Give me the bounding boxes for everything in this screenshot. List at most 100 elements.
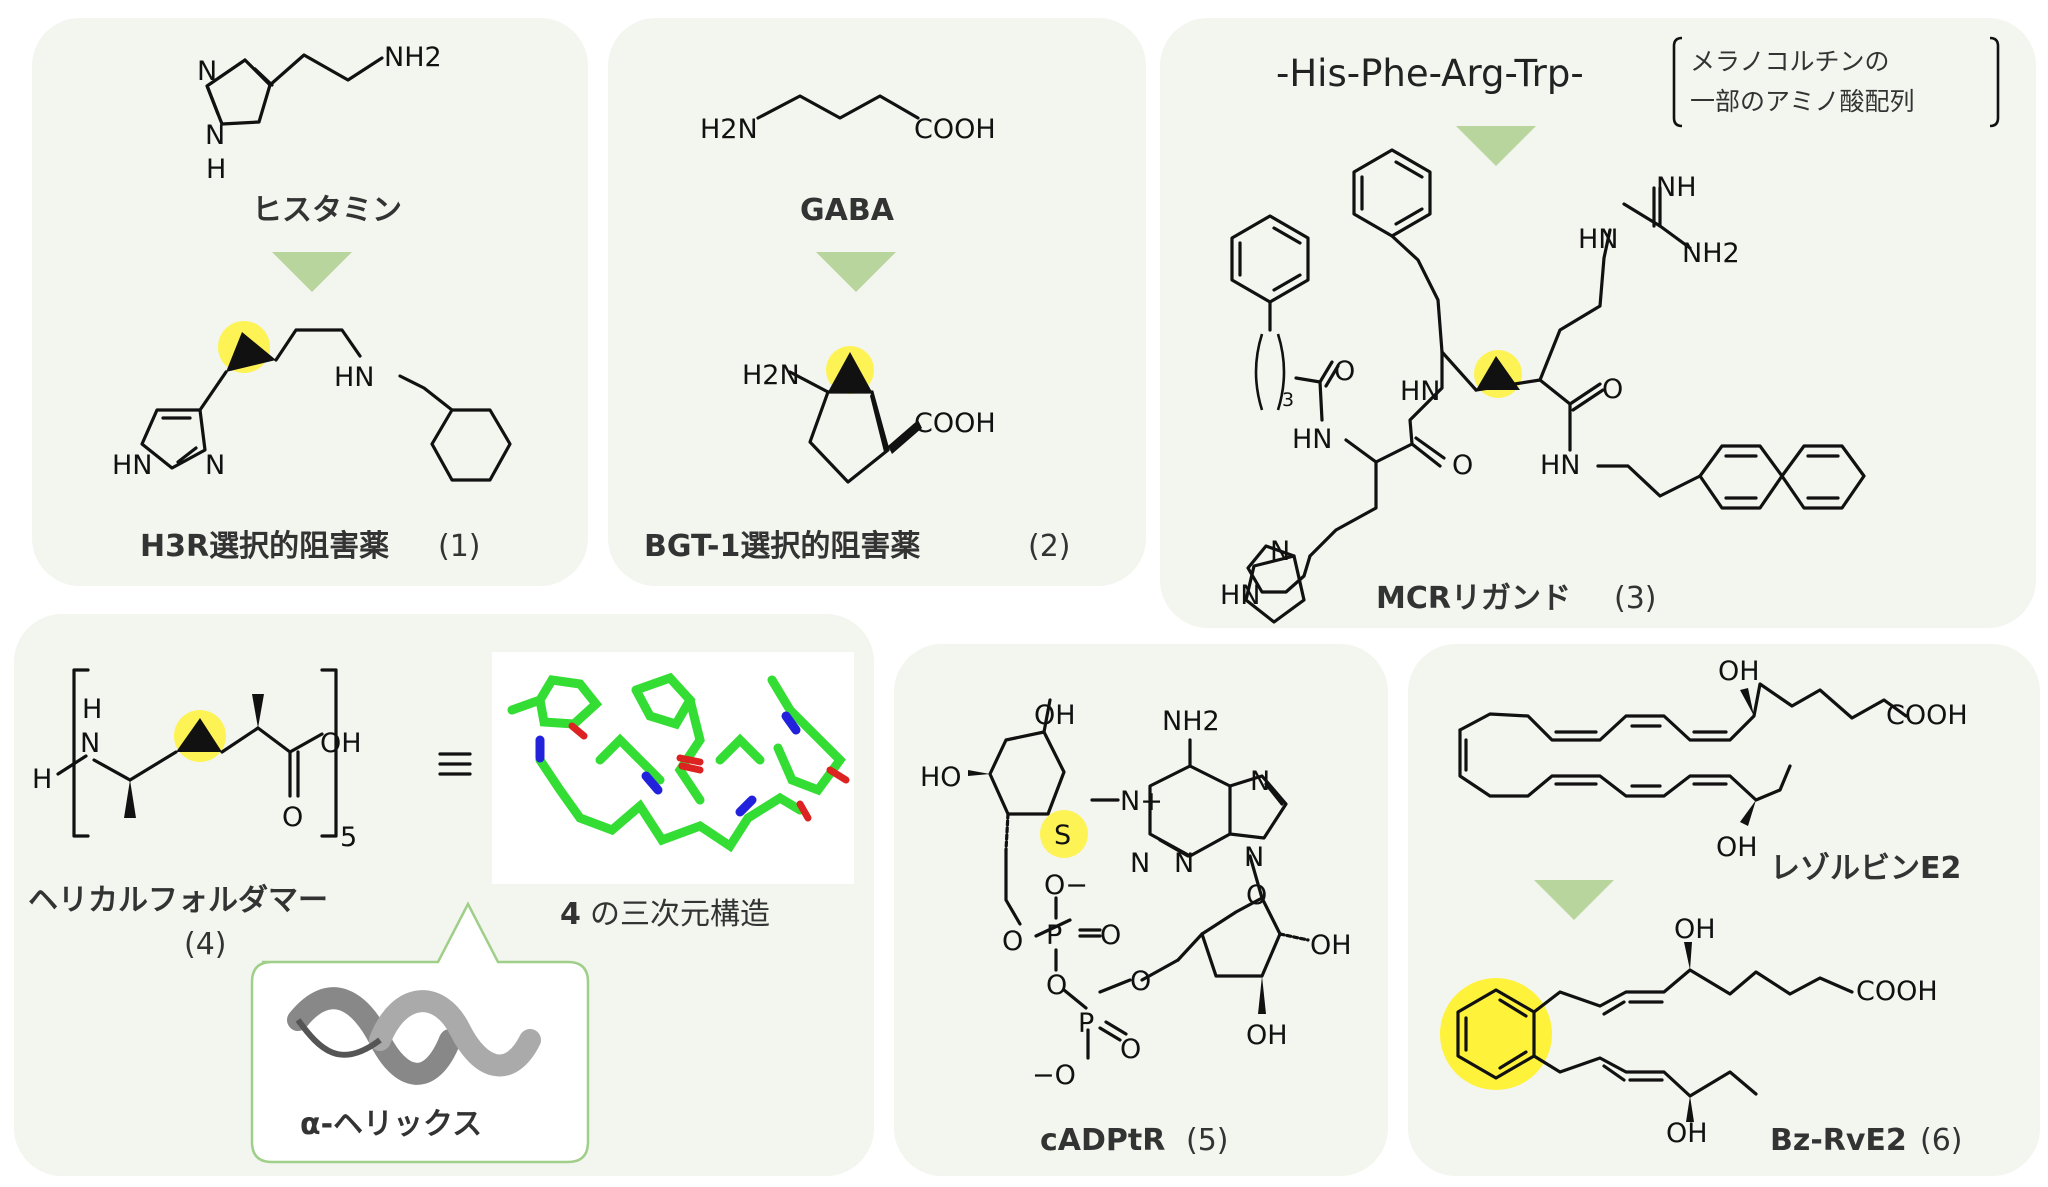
panel-gaba bbox=[608, 18, 1146, 586]
mcr-hn-left-atom: HN bbox=[1292, 424, 1333, 455]
cadptr-oh-right-atom: OH bbox=[1310, 930, 1352, 961]
cadptr-n-7-atom: N bbox=[1250, 766, 1270, 797]
mcr-sequence: -His-Phe-Arg-Trp- bbox=[1276, 52, 1584, 95]
h3r-compound-number: (1) bbox=[438, 529, 481, 564]
resolvin-structure bbox=[1440, 682, 1908, 1122]
gaba-structure bbox=[756, 94, 920, 120]
mcr-o-right-atom: O bbox=[1602, 374, 1623, 405]
bzrve2-oh-top-atom: OH bbox=[1674, 914, 1716, 945]
cadptr-oh-bottom-atom: OH bbox=[1246, 1020, 1288, 1051]
mcr-o-upper-atom: O bbox=[1334, 356, 1355, 387]
cadptr-p1-atom: P bbox=[1046, 920, 1062, 951]
resolvin-name: レゾルビンE2 bbox=[1770, 851, 1961, 886]
foldamer-h-left-atom: H bbox=[32, 764, 52, 795]
cadptr-o-bridge-atom: O bbox=[1046, 970, 1067, 1001]
histamine-h-atom: H bbox=[206, 154, 226, 185]
mcr-subscript-3: 3 bbox=[1282, 389, 1294, 411]
bgt1-h2n-atom: H2N bbox=[742, 360, 800, 391]
structure-caption-number: 4 bbox=[560, 897, 581, 932]
foldamer-label: ヘリカルフォルダマー bbox=[28, 883, 328, 918]
foldamer-3d-model bbox=[492, 652, 854, 884]
gaba-cooh-atom: COOH bbox=[914, 114, 996, 145]
gaba-name: GABA bbox=[800, 193, 895, 228]
cadptr-structure bbox=[968, 698, 1310, 1060]
bzrve2-compound-number: (6) bbox=[1920, 1123, 1963, 1158]
bgt1-inhibitor-structure bbox=[788, 346, 922, 484]
cadptr-n-9-atom: N bbox=[1244, 842, 1264, 873]
cadptr-compound-number: (5) bbox=[1186, 1123, 1229, 1158]
h3r-hn-atom: HN bbox=[334, 362, 375, 393]
foldamer-repeat-count: 5 bbox=[340, 822, 357, 853]
mcr-label: MCRリガンド bbox=[1376, 581, 1571, 616]
mcr-nh2-atom: NH2 bbox=[1682, 238, 1740, 269]
foldamer-3d-sticks bbox=[507, 672, 850, 853]
structure-caption: の三次元構造 bbox=[590, 897, 770, 932]
cadptr-o-ring-atom: O bbox=[1246, 880, 1267, 911]
cadptr-n-3-atom: N bbox=[1174, 848, 1194, 879]
cadptr-o-minus-2-atom: −O bbox=[1032, 1060, 1076, 1091]
panel-mcr bbox=[1160, 18, 2036, 628]
mcr-compound-number: (3) bbox=[1614, 581, 1657, 616]
rve2-cooh-atom: COOH bbox=[1886, 700, 1968, 731]
mcr-hn-guan-atom: HN bbox=[1578, 224, 1619, 255]
mcr-nh-atom: NH bbox=[1656, 172, 1697, 203]
h3r-inhibitor-structure bbox=[140, 321, 512, 482]
histamine-nh-atom: N bbox=[205, 120, 225, 151]
gaba-arrow bbox=[816, 252, 896, 292]
foldamer-h-top-atom: H bbox=[82, 694, 102, 725]
resolvin-arrow bbox=[1534, 880, 1614, 920]
bzrve2-cooh-atom: COOH bbox=[1856, 976, 1938, 1007]
mcr-o-backbone-atom: O bbox=[1452, 450, 1473, 481]
bzrve2-oh-bottom-atom: OH bbox=[1666, 1118, 1708, 1149]
helix-callout bbox=[250, 901, 590, 1164]
cadptr-ho-atom: HO bbox=[920, 762, 962, 793]
cadptr-label: cADPtR bbox=[1040, 1123, 1165, 1158]
mcr-arrow bbox=[1456, 126, 1536, 166]
foldamer-oh-atom: OH bbox=[320, 728, 362, 759]
histamine-structure bbox=[205, 53, 384, 126]
mcr-hn-right-atom: HN bbox=[1540, 450, 1581, 481]
rve2-oh-top-atom: OH bbox=[1718, 656, 1760, 687]
cadptr-o-link-atom: O bbox=[1002, 926, 1023, 957]
h3r-n-ring-atom: N bbox=[205, 450, 225, 481]
cadptr-o-double-2-atom: O bbox=[1120, 1034, 1141, 1065]
foldamer-n-atom: N bbox=[80, 728, 100, 759]
bgt1-compound-number: (2) bbox=[1028, 529, 1071, 564]
mcr-ligand-structure bbox=[1230, 148, 1866, 624]
cadptr-oh-top-atom: OH bbox=[1034, 700, 1076, 731]
panel-cadptr bbox=[894, 644, 1388, 1176]
bgt1-label: BGT-1選択的阻害薬 bbox=[644, 529, 920, 564]
alpha-helix-illustration bbox=[287, 987, 541, 1085]
note-bracket-left bbox=[1672, 36, 1683, 128]
mcr-hn-backbone-atom: HN bbox=[1400, 376, 1441, 407]
cadptr-o-double-1-atom: O bbox=[1100, 920, 1121, 951]
histamine-n-atom: N bbox=[197, 56, 217, 87]
cadptr-s-atom: S bbox=[1054, 820, 1071, 851]
helix-label: α-ヘリックス bbox=[300, 1107, 482, 1142]
mcr-note-line2: 一部のアミノ酸配列 bbox=[1690, 87, 1915, 116]
foldamer-compound-number: (4) bbox=[184, 927, 227, 962]
cadptr-p2-atom: P bbox=[1078, 1008, 1094, 1039]
mcr-n-imid-atom: N bbox=[1270, 536, 1290, 567]
note-bracket-right bbox=[1989, 36, 2000, 128]
mcr-hn-imid-atom: HN bbox=[1220, 580, 1261, 611]
mcr-note-line1: メラノコルチンの bbox=[1690, 47, 1890, 76]
cadptr-o-ribose-atom: O bbox=[1130, 966, 1151, 997]
cadptr-o-minus-atom: O− bbox=[1044, 870, 1088, 901]
foldamer-o-atom: O bbox=[282, 802, 303, 833]
histamine-arrow bbox=[272, 252, 352, 292]
h3r-hn-ring-atom: HN bbox=[112, 450, 153, 481]
bzrve2-label: Bz-RvE2 bbox=[1770, 1123, 1907, 1158]
cadptr-n-1-atom: N bbox=[1130, 848, 1150, 879]
panel-histamine bbox=[32, 18, 588, 586]
h3r-label: H3R選択的阻害薬 bbox=[140, 529, 389, 564]
histamine-nh2-atom: NH2 bbox=[384, 42, 442, 73]
cadptr-nh2-atom: NH2 bbox=[1162, 706, 1220, 737]
rve2-oh-bottom-atom: OH bbox=[1716, 832, 1758, 863]
histamine-name: ヒスタミン bbox=[252, 193, 402, 228]
cadptr-n-plus-atom: N+ bbox=[1120, 786, 1163, 817]
gaba-h2n-atom: H2N bbox=[700, 114, 758, 145]
bgt1-cooh-atom: COOH bbox=[914, 408, 996, 439]
foldamer-structure bbox=[56, 668, 472, 838]
